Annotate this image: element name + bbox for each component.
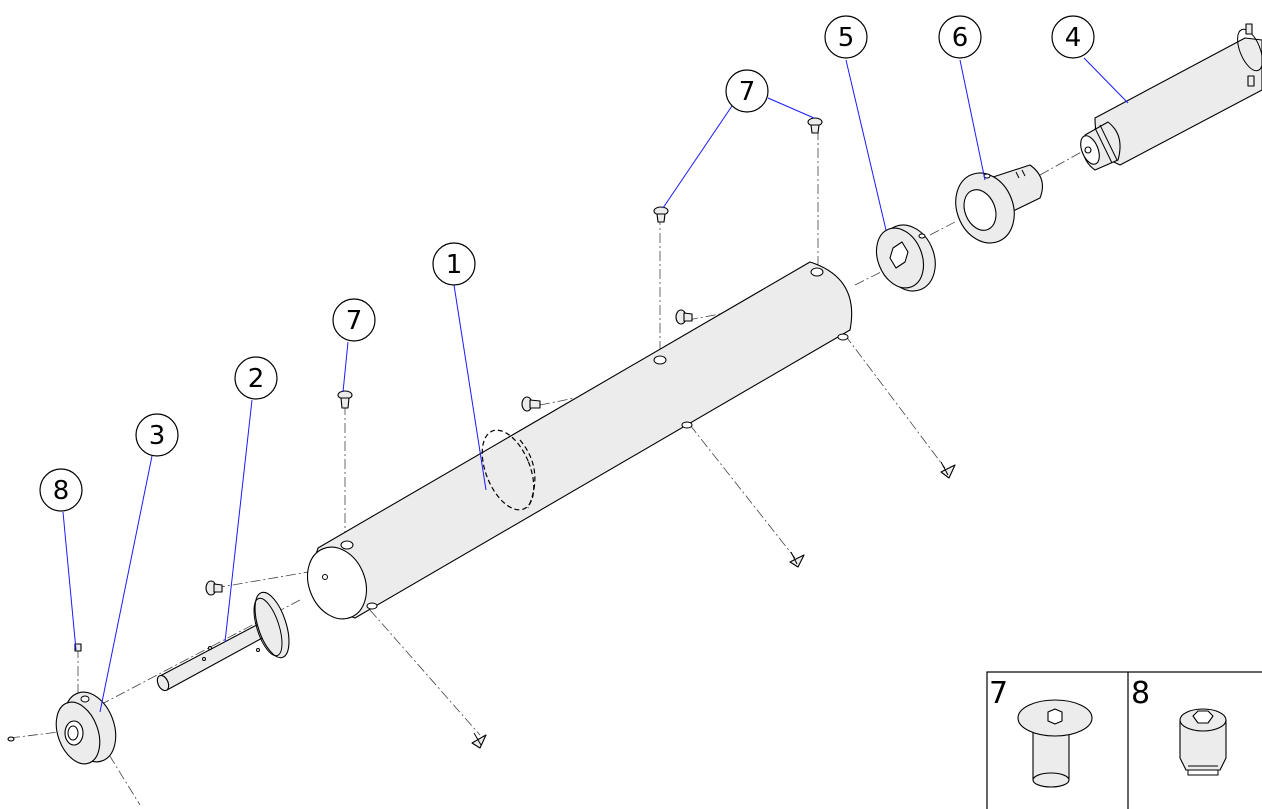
balloon-8-label: 8 (53, 476, 70, 506)
part-8-set-screws (7, 643, 82, 742)
balloon-7-top: 7 (725, 69, 769, 113)
screw-7-3 (807, 117, 823, 134)
legend-cell-7-label: 7 (989, 676, 1008, 711)
screw-7-9 (940, 461, 956, 479)
screw-7-7 (471, 732, 487, 749)
balloon-6: 6 (938, 15, 982, 59)
part-2-shaft (156, 591, 290, 692)
countersunk-screw-detail-icon (1017, 699, 1093, 788)
balloon-7-left: 7 (332, 298, 376, 342)
screw-7-4 (521, 396, 541, 412)
fastener-legend: 7 8 (986, 671, 1262, 809)
screw-7-2 (653, 206, 669, 223)
balloon-5: 5 (824, 15, 868, 59)
balloon-2: 2 (234, 356, 278, 400)
screw-7-1 (337, 390, 353, 409)
part-1-tube (307, 261, 853, 620)
balloon-4: 4 (1051, 15, 1095, 59)
screw-7-6 (205, 580, 223, 596)
set-screw-8-1 (74, 643, 82, 652)
balloon-3-label: 3 (149, 421, 166, 451)
part-5-keyed-disk (875, 224, 936, 292)
legend-cell-8-label: 8 (1131, 676, 1150, 711)
balloon-7-top-label: 7 (739, 77, 756, 107)
balloon-1: 1 (432, 242, 476, 286)
balloon-2-label: 2 (248, 364, 265, 394)
part-6-bushing (955, 164, 1043, 244)
leader-lines (62, 57, 1129, 713)
part-3-collar (55, 691, 117, 765)
part-7-screws (205, 117, 956, 749)
balloon-7-left-label: 7 (346, 306, 363, 336)
assembly-axes (9, 130, 1086, 806)
balloon-1-label: 1 (446, 250, 463, 280)
screw-7-5 (675, 309, 693, 325)
part-4-drive-unit (1080, 23, 1262, 171)
set-screw-8-2 (7, 736, 15, 742)
balloon-4-label: 4 (1065, 23, 1082, 53)
screw-7-8 (789, 551, 805, 568)
balloon-5-label: 5 (838, 23, 855, 53)
balloon-8: 8 (39, 468, 83, 512)
socket-set-screw-detail-icon (1179, 708, 1227, 776)
balloon-6-label: 6 (952, 23, 969, 53)
balloon-3: 3 (135, 413, 179, 457)
